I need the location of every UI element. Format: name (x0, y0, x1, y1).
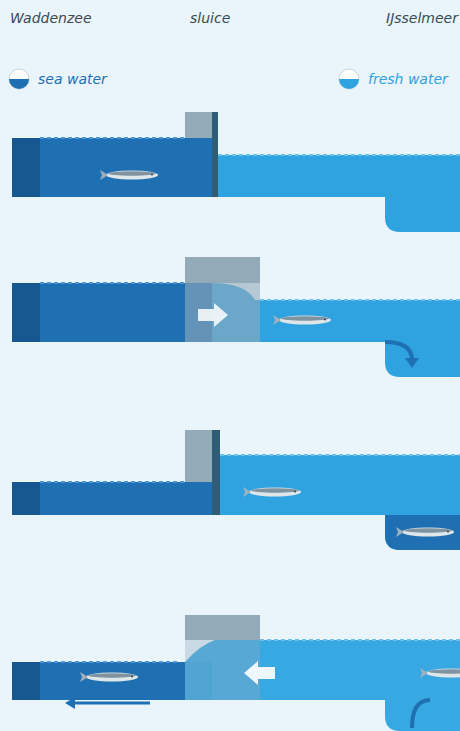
panel-2 (12, 257, 460, 377)
panel-4 (12, 615, 460, 731)
legend-swatch (8, 68, 30, 90)
region-label: IJsselmeer (386, 10, 458, 26)
legend-item: sea water (8, 68, 107, 90)
legend-swatch (338, 68, 360, 90)
legend-text: sea water (38, 71, 107, 87)
panel-1 (12, 112, 460, 232)
legend-item: fresh water (338, 68, 448, 90)
region-label: Waddenzee (10, 10, 92, 26)
panel-3 (12, 430, 460, 550)
legend-text: fresh water (368, 71, 448, 87)
region-label: sluice (190, 10, 230, 26)
